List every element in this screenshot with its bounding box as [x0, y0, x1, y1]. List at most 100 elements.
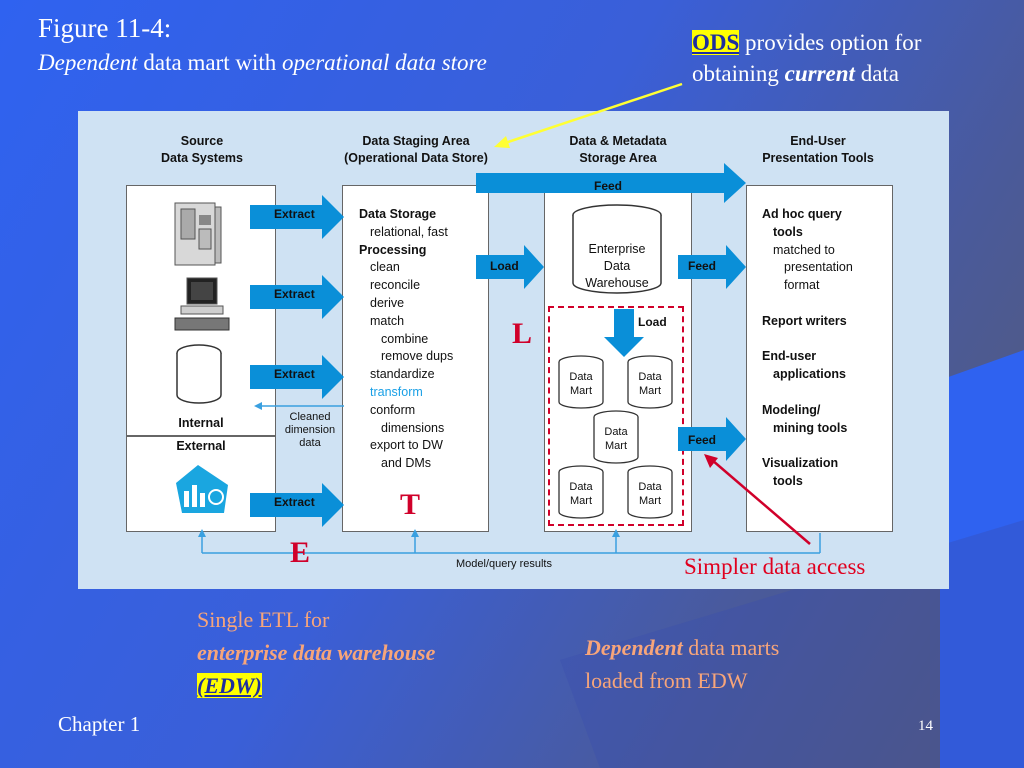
external-chart-icon	[176, 465, 228, 513]
feed-label-marts: Feed	[688, 433, 717, 447]
enduser-line: mining tools	[773, 420, 848, 435]
label-external: External	[176, 439, 226, 453]
staging-line: reconcile	[370, 278, 421, 293]
model-query-feedback-lines	[198, 529, 821, 554]
enduser-line: End-user	[762, 349, 817, 364]
ods-text-1: provides option for	[739, 30, 922, 55]
staging-line: and DMs	[381, 456, 432, 471]
slide-title: Figure 11-4:	[38, 13, 172, 43]
mainframe-icon	[174, 202, 222, 266]
staging-line: combine	[381, 331, 429, 346]
cleaned-data-arrow	[254, 402, 344, 410]
enduser-line: Modeling/	[762, 402, 821, 417]
load-arrow-down	[604, 309, 644, 357]
data-mart-cylinder-icon	[558, 355, 604, 409]
divider-internal-external	[126, 435, 276, 437]
enduser-line: Visualization	[762, 456, 839, 471]
extract-arrow-2	[250, 275, 344, 319]
staging-line: conform	[370, 402, 416, 417]
internal-database-icon	[176, 344, 222, 404]
enduser-line: format	[784, 278, 820, 293]
data-mart-cylinder-icon	[593, 410, 639, 464]
enduser-line	[762, 295, 853, 313]
ods-text-2: obtaining	[692, 61, 785, 86]
page-number: 14	[918, 718, 933, 734]
extract-label-2: Extract	[274, 287, 315, 301]
feed-label-top: Feed	[594, 179, 623, 193]
enduser-line: applications	[773, 367, 846, 382]
letter-l: L	[512, 317, 533, 350]
feed-arrow-top	[476, 163, 746, 203]
extract-label-3: Extract	[274, 367, 315, 381]
staging-line: match	[370, 313, 405, 328]
ods-text-3: data	[854, 61, 899, 86]
enduser-line	[762, 384, 853, 402]
simpler-access-pointer-arrow	[704, 454, 811, 545]
load-arrow-edw	[476, 245, 544, 289]
header-staging: Data Staging Area(Operational Data Store…	[344, 134, 488, 165]
extract-label-4: Extract	[274, 495, 315, 509]
model-query-label: Model/query results	[456, 558, 552, 570]
staging-line: standardize	[370, 367, 435, 382]
enduser-line: Ad hoc query	[762, 207, 842, 221]
staging-line: dimensions	[381, 420, 445, 435]
data-mart-cylinder-icon	[627, 355, 673, 409]
ods-callout: ODS provides option for obtaining curren…	[692, 27, 921, 89]
enduser-line: Report writers	[762, 313, 847, 328]
feed-arrow-edw	[678, 245, 746, 289]
footer-chapter: Chapter 1	[58, 712, 141, 736]
letter-t: T	[400, 488, 421, 521]
desktop-computer-icon	[174, 277, 230, 331]
load-label-edw: Load	[490, 259, 519, 273]
letter-e: E	[290, 536, 311, 569]
load-label-marts: Load	[638, 315, 667, 329]
extract-label-1: Extract	[274, 207, 315, 221]
staging-line: derive	[370, 295, 405, 310]
panel-enduser-tools	[746, 185, 893, 532]
enduser-line	[762, 331, 853, 349]
etl-line-2: enterprise data warehouse	[197, 640, 436, 665]
staging-line: remove dups	[381, 349, 454, 364]
feed-label-edw: Feed	[688, 259, 717, 273]
edw-cylinder-icon	[572, 204, 662, 294]
slide-subtitle: Dependent data mart with operational dat…	[38, 50, 487, 76]
ods-pointer-arrow	[494, 82, 683, 148]
ods-highlight: ODS	[692, 30, 740, 55]
extract-arrow-3	[250, 355, 344, 399]
dep-italic: Dependent	[585, 635, 683, 660]
staging-line: export to DW	[370, 438, 443, 453]
enduser-line: matched to	[773, 242, 835, 257]
enduser-line: presentation	[784, 260, 853, 275]
simpler-data-access-label: Simpler data access	[684, 554, 866, 579]
etl-line-1: Single ETL for	[197, 607, 330, 632]
subtitle-ods: operational data store	[282, 50, 487, 75]
feed-arrow-marts	[678, 417, 746, 461]
panel-staging-area	[342, 185, 489, 532]
staging-line: transform	[370, 384, 423, 399]
etl-line-3-highlight: (EDW)	[197, 673, 262, 698]
staging-line: Data Storage	[359, 207, 437, 221]
subtitle-dependent: Dependent	[38, 50, 138, 75]
dependent-marts-note: Dependent data marts loaded from EDW	[585, 631, 779, 697]
label-internal: Internal	[178, 416, 224, 430]
subtitle-middle: data mart with	[137, 50, 282, 75]
data-mart-cylinder-icon	[558, 465, 604, 519]
dep-text-2: loaded from EDW	[585, 668, 748, 693]
dep-text-1: data marts	[682, 635, 780, 660]
staging-line: clean	[370, 260, 400, 275]
staging-line: relational, fast	[370, 224, 448, 239]
single-etl-note: Single ETL for enterprise data warehouse…	[197, 603, 435, 702]
